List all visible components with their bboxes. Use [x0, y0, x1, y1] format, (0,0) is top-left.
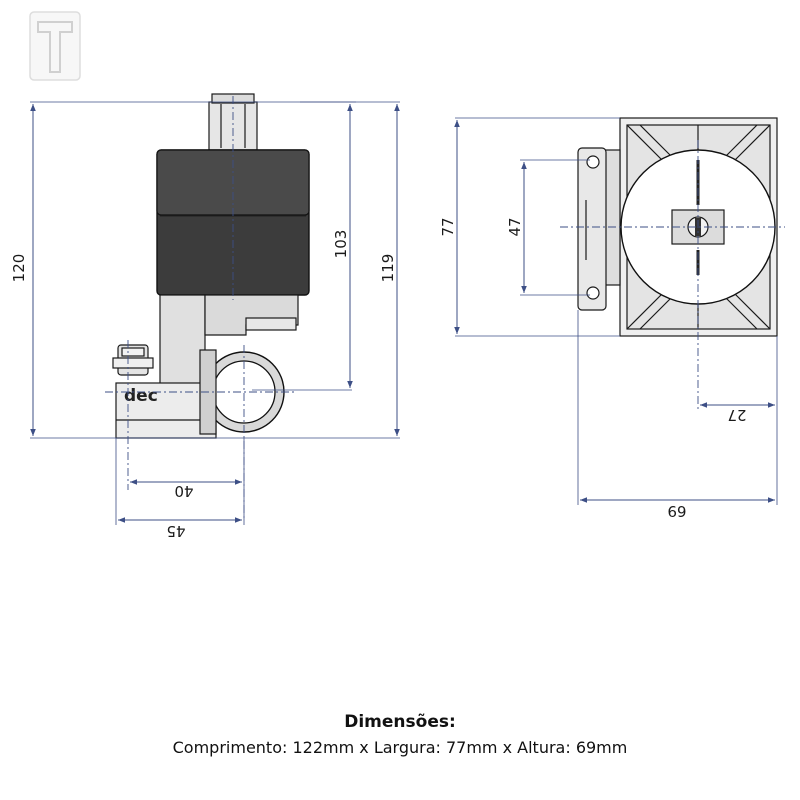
side-bracket: [577, 147, 621, 311]
side-view: dec 120 103 119 40 45: [10, 93, 400, 540]
logo-icon: [29, 11, 81, 81]
dim-27-label: 27: [727, 406, 746, 424]
valve-body: [112, 294, 299, 439]
caption-title: Dimensões:: [344, 712, 456, 732]
dim-45-label: 45: [166, 522, 185, 540]
dim-47-label: 47: [506, 217, 524, 236]
dim-120-label: 120: [10, 254, 28, 283]
front-view: 77 47 27 69: [439, 117, 785, 520]
dim-119-label: 119: [379, 254, 397, 283]
dim-40-label: 40: [174, 482, 193, 500]
brand-mark: dec: [124, 386, 158, 406]
caption-dimensions: Comprimento: 122mm x Largura: 77mm x Alt…: [172, 738, 628, 757]
dim-69-label: 69: [667, 502, 686, 520]
dim-77-label: 77: [439, 217, 457, 236]
dim-103-label: 103: [332, 230, 350, 259]
